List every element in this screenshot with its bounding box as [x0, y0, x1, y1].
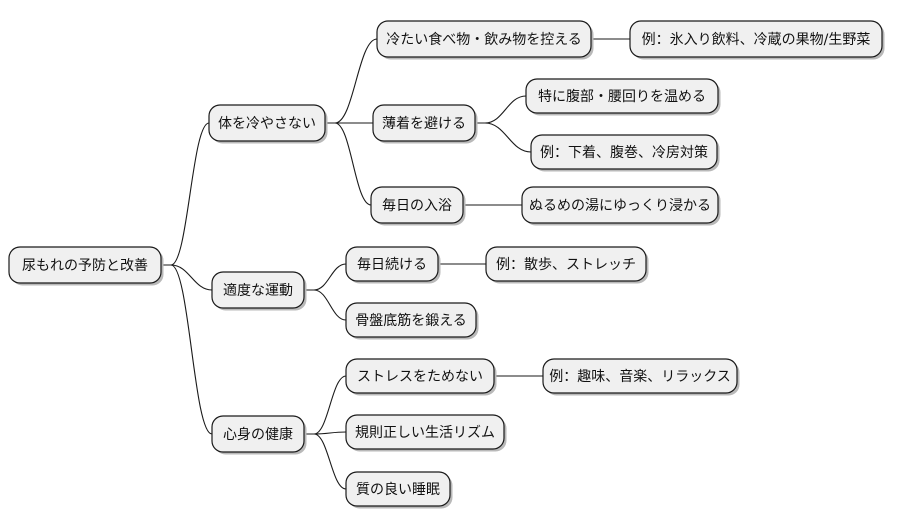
node-label: 適度な運動 — [223, 282, 293, 299]
node-label: ストレスをためない — [357, 369, 483, 385]
node-label: 尿もれの予防と改善 — [22, 258, 148, 274]
node-box — [521, 186, 719, 224]
edge-b3-to-c33 — [304, 433, 347, 490]
node-box — [370, 186, 464, 224]
mindmap-node-root[interactable]: 尿もれの予防と改善 — [8, 246, 164, 286]
edge-root-to-b2 — [161, 264, 213, 291]
mindmap-node-c13[interactable]: 毎日の入浴 — [370, 186, 466, 226]
edge-layer — [161, 38, 630, 490]
mindmap-node-d122[interactable]: 例：下着、腹巻、冷房対策 — [530, 134, 720, 172]
mindmap-node-c32[interactable]: 規則正しい生活リズム — [345, 414, 507, 452]
node-label: 例：下着、腹巻、冷房対策 — [540, 144, 708, 161]
node-label: 冷たい食べ物・飲み物を控える — [386, 31, 582, 48]
node-label: 特に腹部・腰回りを温める — [538, 88, 706, 105]
mindmap-node-b2[interactable]: 適度な運動 — [211, 271, 307, 311]
node-box — [530, 134, 718, 170]
node-label: 体を冷やさない — [218, 116, 316, 132]
mindmap-node-c33[interactable]: 質の良い睡眠 — [345, 471, 453, 509]
mindmap-node-d121[interactable]: 特に腹部・腰回りを温める — [525, 78, 721, 116]
node-label: 骨盤底筋を鍛える — [355, 312, 467, 329]
node-label: ぬるめの湯にゆっくり浸かる — [529, 197, 711, 214]
node-label: 例：趣味、音楽、リラックス — [549, 368, 731, 385]
edge-root-to-b1 — [161, 122, 210, 266]
node-label: 毎日の入浴 — [382, 198, 452, 214]
node-box — [208, 104, 326, 142]
node-box — [345, 358, 495, 394]
mindmap-node-b1[interactable]: 体を冷やさない — [208, 104, 328, 144]
mindmap-node-d111[interactable]: 例：氷入り飲料、冷蔵の果物/生野菜 — [629, 20, 885, 60]
node-box — [345, 302, 477, 338]
mindmap-node-d211[interactable]: 例：散歩、ストレッチ — [485, 246, 649, 284]
node-box — [211, 415, 305, 453]
edge-b1-to-c11 — [325, 38, 378, 124]
mindmap-node-d311[interactable]: 例：趣味、音楽、リラックス — [542, 358, 740, 396]
node-box — [485, 246, 647, 282]
node-label: 規則正しい生活リズム — [355, 425, 495, 441]
node-label: 質の良い睡眠 — [356, 482, 440, 498]
edge-c12-to-d122 — [475, 122, 532, 153]
node-box — [345, 414, 505, 450]
edge-root-to-b3 — [161, 264, 213, 435]
edge-b2-to-c22 — [304, 289, 347, 321]
node-label: 薄着を避ける — [382, 116, 466, 132]
node-box — [345, 246, 439, 282]
edge-b3-to-c31 — [304, 375, 347, 435]
mindmap-node-c11[interactable]: 冷たい食べ物・飲み物を控える — [376, 20, 594, 60]
node-label: 例：氷入り飲料、冷蔵の果物/生野菜 — [642, 32, 871, 48]
mindmap-node-c31[interactable]: ストレスをためない — [345, 358, 497, 396]
edge-b1-to-c13 — [325, 122, 372, 206]
node-label: 心身の健康 — [223, 426, 293, 443]
node-box — [345, 471, 451, 507]
mindmap-node-c12[interactable]: 薄着を避ける — [372, 104, 478, 144]
node-label: 毎日続ける — [357, 256, 427, 273]
node-box — [8, 246, 162, 284]
node-box — [542, 358, 738, 394]
mindmap-node-d131[interactable]: ぬるめの湯にゆっくり浸かる — [521, 186, 721, 226]
node-box — [211, 271, 305, 309]
mindmap-node-c22[interactable]: 骨盤底筋を鍛える — [345, 302, 479, 340]
node-box — [629, 20, 883, 58]
node-box — [525, 78, 719, 114]
mindmap-node-c21[interactable]: 毎日続ける — [345, 246, 441, 284]
edge-b2-to-c21 — [304, 263, 347, 291]
node-label: 例：散歩、ストレッチ — [496, 257, 636, 273]
node-box — [376, 20, 592, 58]
mindmap-node-b3[interactable]: 心身の健康 — [211, 415, 307, 455]
node-box — [372, 104, 476, 142]
edge-c12-to-d121 — [475, 95, 527, 124]
